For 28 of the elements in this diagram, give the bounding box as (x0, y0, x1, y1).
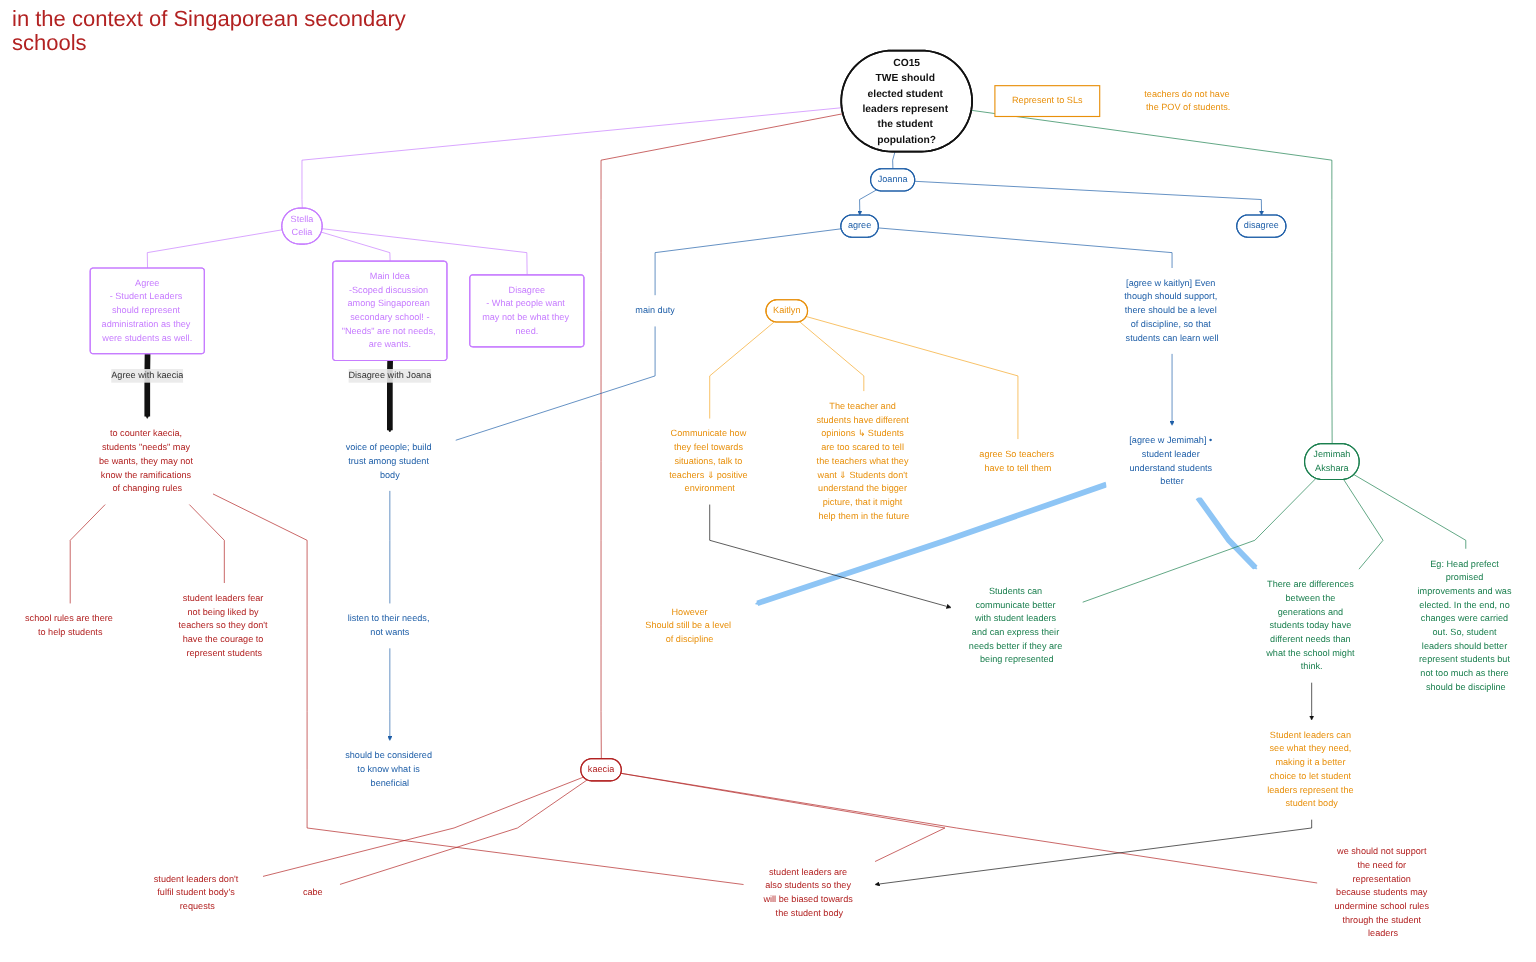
connector (878, 228, 1173, 270)
connector (892, 152, 896, 171)
connector (301, 108, 843, 210)
arrow (387, 361, 393, 434)
connector (620, 773, 1318, 885)
connector (262, 777, 584, 878)
connector (321, 232, 391, 263)
arrow (754, 482, 1108, 607)
connector (212, 494, 745, 886)
connector (654, 229, 842, 297)
note-text: in the context of Singaporean secondary schools (12, 8, 408, 56)
connector (600, 114, 844, 761)
connector (455, 326, 656, 442)
connector (709, 322, 775, 420)
arrow (1195, 496, 1258, 571)
connector (1343, 480, 1384, 571)
connector (1082, 479, 1317, 604)
connector (1353, 475, 1467, 551)
connector (69, 504, 106, 605)
arrow (144, 354, 151, 420)
connector (806, 317, 1019, 441)
connector (971, 110, 1333, 446)
connector (339, 780, 588, 886)
connector (321, 229, 528, 277)
connector (188, 504, 225, 585)
connector (620, 774, 946, 863)
connector (799, 322, 865, 393)
connector (146, 230, 283, 270)
